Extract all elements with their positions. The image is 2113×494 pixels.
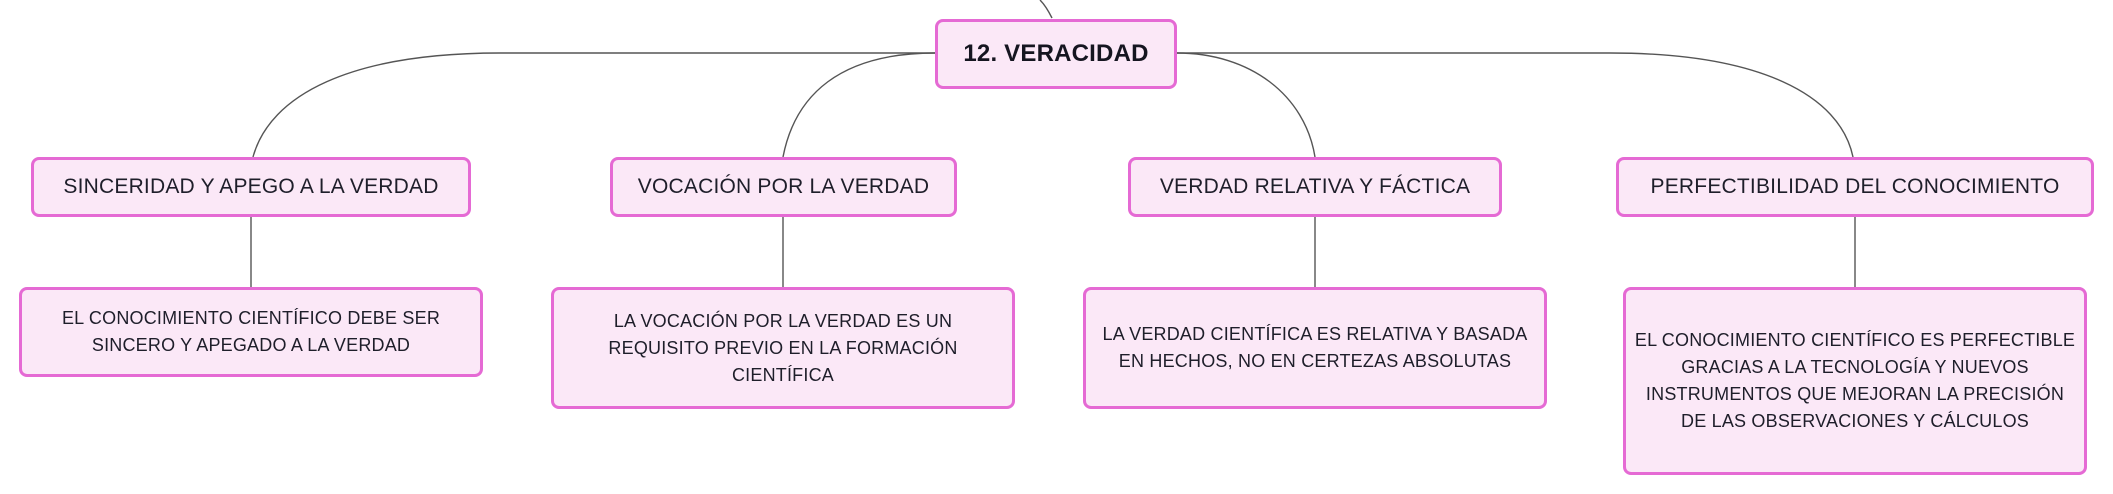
detail-text: EL CONOCIMIENTO CIENTÍFICO DEBE SER SINC… bbox=[61, 308, 441, 355]
branch-label: PERFECTIBILIDAD DEL CONOCIMIENTO bbox=[1650, 175, 2060, 198]
detail-text: EL CONOCIMIENTO CIENTÍFICO ES PERFECTIBL… bbox=[1634, 330, 2076, 431]
connector-root-to-branch-4 bbox=[1177, 52, 1854, 158]
branch-label: SINCERIDAD Y APEGO A LA VERDAD bbox=[63, 175, 439, 198]
connector-root-to-branch-2 bbox=[782, 52, 936, 158]
detail-node-sinceridad[interactable]: EL CONOCIMIENTO CIENTÍFICO DEBE SER SINC… bbox=[19, 287, 483, 377]
detail-node-perfectibilidad[interactable]: EL CONOCIMIENTO CIENTÍFICO ES PERFECTIBL… bbox=[1623, 287, 2087, 475]
branch-label: VOCACIÓN POR LA VERDAD bbox=[637, 175, 930, 198]
branch-node-perfectibilidad[interactable]: PERFECTIBILIDAD DEL CONOCIMIENTO bbox=[1616, 157, 2094, 217]
parent-connector bbox=[1039, 0, 1053, 19]
connector-root-to-branch-1 bbox=[252, 52, 935, 158]
root-topic-label: 12. VERACIDAD bbox=[963, 40, 1149, 67]
detail-text: LA VOCACIÓN POR LA VERDAD ES UN REQUISIT… bbox=[608, 310, 958, 385]
root-topic-node[interactable]: 12. VERACIDAD bbox=[935, 19, 1177, 89]
branch-node-vocacion[interactable]: VOCACIÓN POR LA VERDAD bbox=[610, 157, 957, 217]
branch-label: VERDAD RELATIVA Y FÁCTICA bbox=[1159, 175, 1471, 198]
detail-node-vocacion[interactable]: LA VOCACIÓN POR LA VERDAD ES UN REQUISIT… bbox=[551, 287, 1015, 409]
connector-root-to-branch-3 bbox=[1176, 52, 1316, 158]
branch-node-verdad-relativa[interactable]: VERDAD RELATIVA Y FÁCTICA bbox=[1128, 157, 1502, 217]
branch-node-sinceridad[interactable]: SINCERIDAD Y APEGO A LA VERDAD bbox=[31, 157, 471, 217]
detail-node-verdad-relativa[interactable]: LA VERDAD CIENTÍFICA ES RELATIVA Y BASAD… bbox=[1083, 287, 1547, 409]
detail-text: LA VERDAD CIENTÍFICA ES RELATIVA Y BASAD… bbox=[1102, 324, 1528, 371]
